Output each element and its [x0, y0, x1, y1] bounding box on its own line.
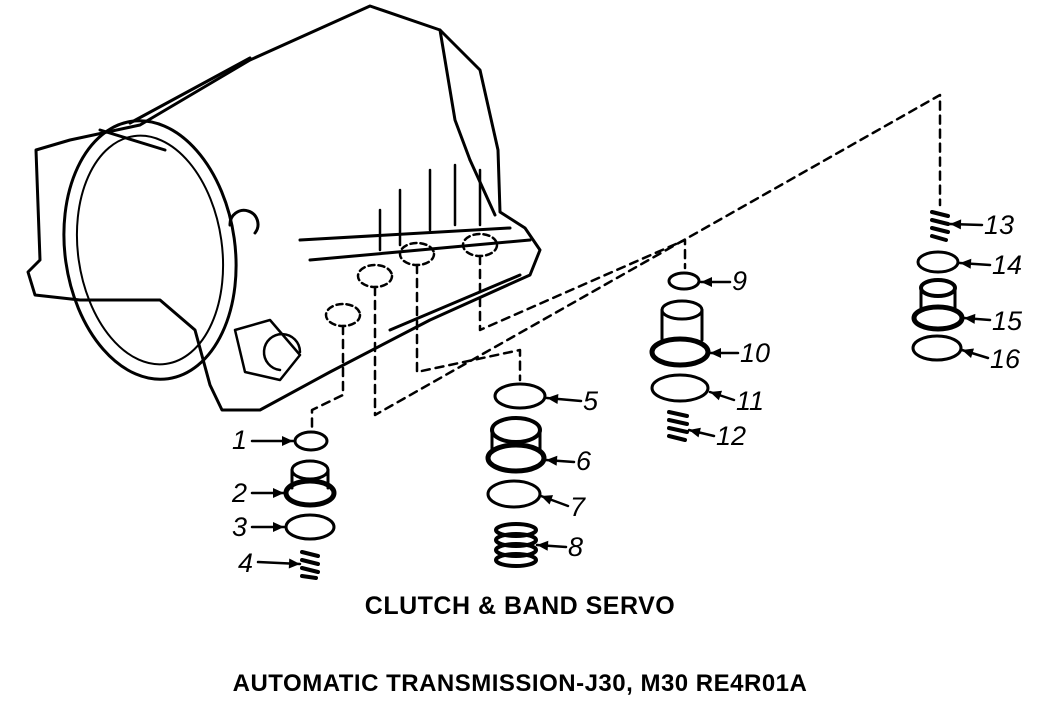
callout-9: 9: [732, 266, 747, 296]
leader-arrowhead-1: [282, 436, 293, 446]
part-7-oring: [486, 479, 542, 509]
callout-13: 13: [984, 210, 1014, 240]
leader-arrowhead-15: [964, 313, 976, 324]
part-8-spring: [494, 522, 538, 568]
callout-8: 8: [568, 532, 583, 562]
diagram-subtitle: CLUTCH & BAND SERVO: [364, 592, 676, 620]
alignment-lines: [310, 93, 942, 430]
leader-arrowhead-6: [546, 455, 558, 466]
part-16-oring: [911, 334, 963, 362]
part-5-oring: [493, 382, 547, 410]
leader-arrowhead-4: [288, 558, 300, 569]
callout-10: 10: [740, 338, 770, 368]
callout-1: 1: [232, 425, 247, 455]
part-11-oring: [650, 373, 710, 403]
part-10-piston: [649, 299, 711, 368]
leader-arrowhead-11: [710, 390, 723, 401]
servo-group-1: [283, 430, 337, 580]
part-15-piston: [911, 278, 965, 332]
callout-11: 11: [736, 386, 764, 416]
part-1-oring: [293, 430, 329, 452]
leader-arrowhead-14: [960, 258, 972, 269]
callout-6: 6: [576, 446, 592, 476]
servo-group-4: [911, 210, 965, 362]
leader-arrowhead-9: [701, 277, 712, 287]
part-13-spring: [930, 210, 950, 242]
leader-arrowhead-3: [273, 522, 284, 532]
callout-5: 5: [583, 386, 599, 416]
servo-group-3: [649, 271, 711, 442]
leader-arrowhead-7: [541, 495, 554, 505]
part-12-spring: [667, 410, 689, 442]
part-4-spring: [300, 550, 320, 580]
callout-7: 7: [570, 492, 586, 522]
leader-arrowhead-5: [547, 393, 559, 404]
servo-group-2: [485, 382, 547, 568]
callout-labels: 1 2 3 4 5 6 7 8 9 10 11 12 13 14 15 16: [231, 210, 1023, 578]
leader-arrowhead-8: [537, 540, 549, 551]
callout-leaders: [250, 219, 992, 569]
transmission-housing: [26, 4, 542, 412]
leader-arrowhead-12: [689, 427, 701, 438]
leader-arrowhead-10: [710, 348, 721, 358]
part-3-oring: [284, 513, 336, 541]
callout-15: 15: [992, 306, 1023, 336]
callout-12: 12: [716, 421, 746, 451]
callout-14: 14: [992, 250, 1022, 280]
part-14-oring: [916, 250, 960, 274]
callout-2: 2: [231, 478, 247, 508]
part-6-piston: [485, 416, 547, 474]
part-9-oring: [667, 271, 701, 291]
diagram-title: AUTOMATIC TRANSMISSION-J30, M30 RE4R01A: [232, 670, 808, 697]
callout-3: 3: [232, 512, 247, 542]
part-2-piston: [283, 459, 337, 508]
leader-arrowhead-2: [273, 488, 284, 498]
leader-arrowhead-13: [950, 219, 962, 230]
housing-bores: [324, 232, 499, 328]
callout-16: 16: [990, 344, 1021, 374]
callout-4: 4: [238, 548, 253, 578]
leader-arrowhead-16: [962, 348, 974, 359]
